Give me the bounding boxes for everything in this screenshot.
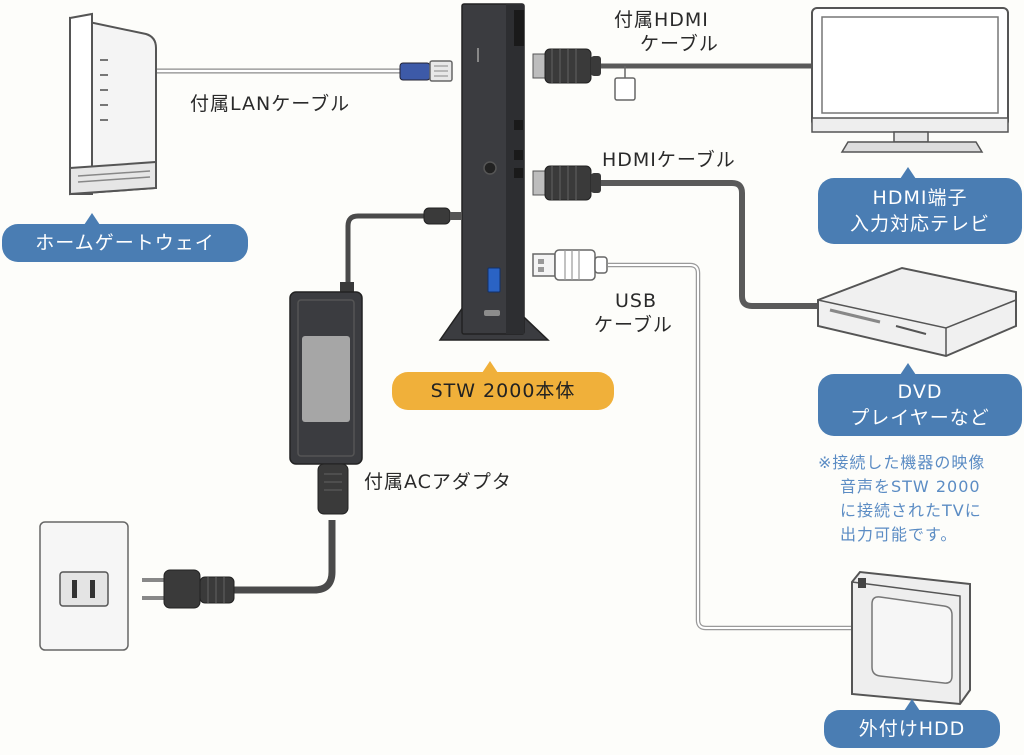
home-gateway-device [69,12,157,196]
ac-cord [232,520,336,594]
tv-badge: HDMI端子 入力対応テレビ [818,167,1022,244]
note-line4: 出力可能です。 [840,525,958,544]
ac-adapter-device [289,282,363,515]
included-hdmi-cable-label-line1: 付属HDMI [614,9,709,31]
wall-outlet [39,521,129,651]
tv-device [811,7,1009,153]
lan-cable-label: 付属LANケーブル [190,93,351,115]
included-hdmi-cable-label-line2: ケーブル [640,33,719,55]
ac-adapter-label: 付属ACアダプタ [364,471,512,493]
lan-connector [399,60,453,82]
tv-badge-line2: 入力対応テレビ [849,213,990,235]
note-line2: 音声をSTW 2000 [840,477,981,496]
dvd-badge-line2: プレイヤーなど [850,407,990,429]
usb-cable-inner [608,264,862,629]
dvd-player-device [817,266,1017,358]
dc-cord [345,213,430,292]
cable-tag [614,66,636,101]
ac-plug [142,569,235,609]
stw2000-device [438,3,550,341]
usb-cable-label-line1: USB [615,290,658,312]
dvd-badge-line1: DVD [897,381,943,403]
usb-cable-label-line2: ケーブル [594,314,673,336]
main-unit-badge: STW 2000本体 [392,361,614,410]
external-hdd-device [851,570,971,706]
note-line1: ※接続した機器の映像 [818,453,986,472]
dvd-badge: DVD プレイヤーなど [818,363,1022,436]
home-gateway-badge: ホームゲートウェイ [2,213,248,262]
hdmi-plug-tv [532,48,601,84]
hdmi-plug-dvd [532,165,601,201]
external-hdd-badge: 外付けHDD [824,699,1000,748]
dc-plug [423,207,462,225]
note-line3: に接続されたTVに [840,501,982,520]
tv-badge-line1: HDMI端子 [872,187,968,209]
hdmi-cable-label: HDMIケーブル [602,149,736,171]
hdmi-cable-dvd [598,180,818,309]
usb-plug [532,249,608,281]
